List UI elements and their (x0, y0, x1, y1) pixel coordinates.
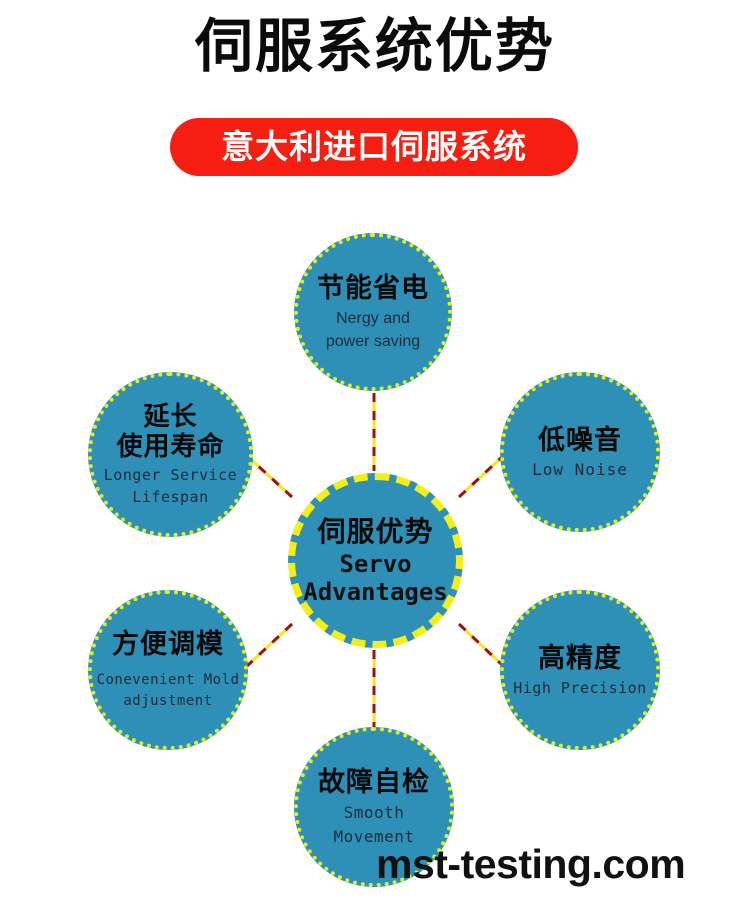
node-fault-self-check[interactable]: 故障自检 Smooth Movement (294, 727, 454, 887)
node-energy-saving-title: 节能省电 (317, 272, 429, 303)
node-hub-title: 伺服优势 (317, 516, 434, 547)
node-longer-lifespan-en-line2: Lifespan (132, 488, 209, 506)
node-fault-self-check-en-line2: Movement (333, 826, 415, 846)
subtitle-banner-label: 意大利进口伺服系统 (221, 128, 527, 165)
node-mold-adjustment-en-line1: Conevenient Mold (96, 672, 240, 688)
node-longer-lifespan[interactable]: 延长 使用寿命 Longer Service Lifespan (88, 372, 253, 537)
node-low-noise-en-line1: Low Noise (532, 459, 628, 479)
node-fault-self-check-title: 故障自检 (318, 766, 430, 797)
node-high-precision-title: 高精度 (538, 642, 622, 673)
watermark: mst-testing.com (376, 841, 686, 887)
node-hub-en-line2: Advantages (303, 578, 448, 606)
node-longer-lifespan-title-line2: 使用寿命 (116, 431, 225, 461)
node-longer-lifespan-title-line1: 延长 (143, 401, 198, 431)
node-mold-adjustment-title: 方便调模 (112, 629, 224, 659)
node-hub-en-line1: Servo (339, 550, 412, 578)
node-high-precision[interactable]: 高精度 High Precision (500, 590, 660, 750)
node-high-precision-en-line1: High Precision (513, 678, 647, 697)
node-low-noise[interactable]: 低噪音 Low Noise (500, 372, 660, 532)
node-energy-saving[interactable]: 节能省电 Nergy and power saving (294, 233, 452, 391)
node-longer-lifespan-en-line1: Longer Service (103, 466, 238, 484)
node-energy-saving-en-line1: Nergy and (336, 309, 410, 327)
node-mold-adjustment-en-line2: adjustment (123, 693, 213, 709)
node-fault-self-check-en-line1: Smooth (343, 802, 405, 822)
node-energy-saving-en-line2: power saving (325, 332, 421, 350)
node-hub-servo-advantages[interactable]: 伺服优势 Servo Advantages (288, 473, 463, 648)
subtitle-banner: 意大利进口伺服系统 (170, 118, 578, 176)
page-title: 伺服系统优势 (194, 12, 555, 80)
node-low-noise-title: 低噪音 (538, 424, 622, 455)
node-mold-adjustment[interactable]: 方便调模 Conevenient Mold adjustment (88, 590, 248, 750)
